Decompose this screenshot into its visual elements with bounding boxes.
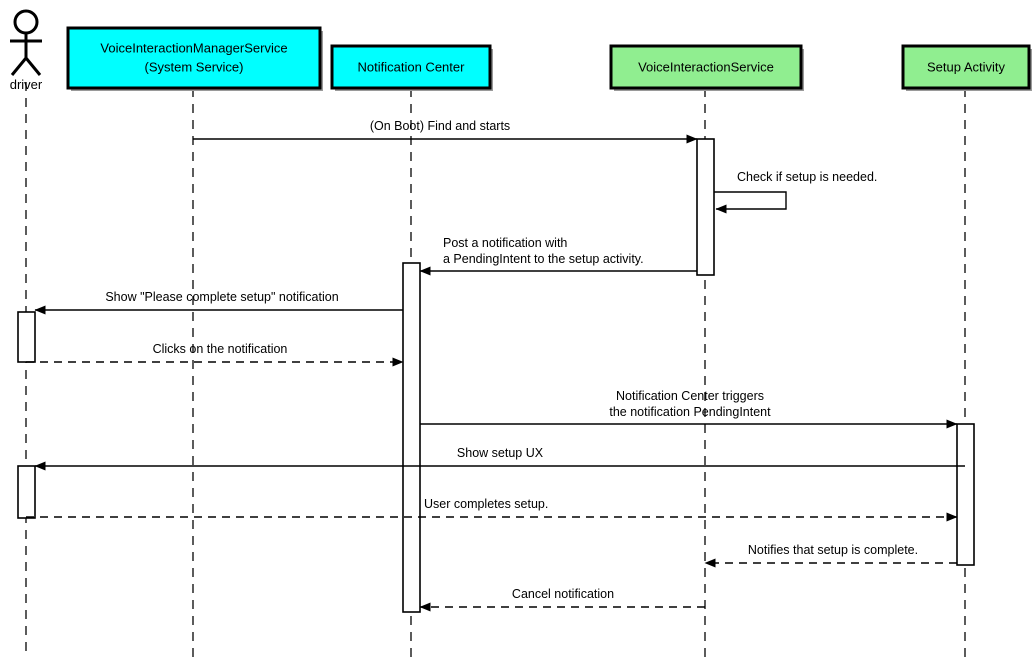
message-msg-user-completes-setup[interactable]: User completes setup. xyxy=(26,497,958,522)
message-label: (On Boot) Find and starts xyxy=(370,119,510,133)
message-msg-on-boot[interactable]: (On Boot) Find and starts xyxy=(193,119,698,144)
box-fill xyxy=(901,44,1031,90)
lifelines-layer xyxy=(25,82,966,658)
participant-boxes-layer: VoiceInteractionManagerService (System Se… xyxy=(66,26,1032,91)
message-label: the notification PendingIntent xyxy=(609,405,771,419)
message-label: Post a notification with xyxy=(443,236,567,250)
message-msg-trigger-pendingintent[interactable]: Notification Center triggers the notifica… xyxy=(420,389,958,429)
message-msg-notifies-complete[interactable]: Notifies that setup is complete. xyxy=(704,543,957,568)
box-fill xyxy=(330,44,492,90)
activation-bar-notification-center xyxy=(402,262,421,613)
actor-head-icon xyxy=(13,9,39,35)
message-msg-post-notification[interactable]: Post a notification with a PendingIntent … xyxy=(419,236,697,276)
activation-bar-setup-activity xyxy=(956,423,975,566)
participant-label-line2: (System Service) xyxy=(145,59,244,74)
actor-layer: driver xyxy=(10,9,43,92)
message-msg-show-setup-ux[interactable]: Show setup UX xyxy=(34,446,965,471)
message-label: User completes setup. xyxy=(424,497,548,511)
message-label: Show setup UX xyxy=(457,446,544,460)
message-label: Clicks on the notification xyxy=(153,342,288,356)
actor-driver[interactable]: driver xyxy=(10,9,43,92)
message-label: Show "Please complete setup" notificatio… xyxy=(105,290,338,304)
message-label: Cancel notification xyxy=(512,587,614,601)
activation-bars-layer xyxy=(17,138,975,613)
message-msg-clicks-notification[interactable]: Clicks on the notification xyxy=(26,342,404,367)
actor-leg-left xyxy=(10,57,28,76)
participant-box-voice-interaction-service[interactable]: VoiceInteractionService xyxy=(609,44,804,91)
message-label: Notification Center triggers xyxy=(616,389,764,403)
activation-bar-voice-interaction-service xyxy=(696,138,715,276)
actor-label: driver xyxy=(10,77,43,92)
activation-bar-driver xyxy=(17,311,36,363)
message-label: Notifies that setup is complete. xyxy=(748,543,918,557)
participant-box-setup-activity[interactable]: Setup Activity xyxy=(901,44,1032,91)
participant-box-vims[interactable]: VoiceInteractionManagerService (System Se… xyxy=(66,26,323,91)
participant-label-line1: Setup Activity xyxy=(927,59,1006,74)
message-label: Check if setup is needed. xyxy=(737,170,877,184)
box-fill xyxy=(66,26,322,90)
message-arrow xyxy=(714,191,787,214)
participant-box-notification-center[interactable]: Notification Center xyxy=(330,44,493,91)
actor-leg-right xyxy=(24,57,42,76)
participant-label-line1: VoiceInteractionService xyxy=(638,59,774,74)
message-label: a PendingIntent to the setup activity. xyxy=(443,252,644,266)
message-msg-cancel-notification[interactable]: Cancel notification xyxy=(419,587,705,612)
activation-bar-driver xyxy=(17,465,36,519)
message-msg-check-setup[interactable]: Check if setup is needed. xyxy=(714,170,877,214)
box-fill xyxy=(609,44,803,90)
participant-label-line1: VoiceInteractionManagerService xyxy=(100,40,287,55)
message-msg-show-notification[interactable]: Show "Please complete setup" notificatio… xyxy=(34,290,403,315)
participant-label-line1: Notification Center xyxy=(358,59,466,74)
